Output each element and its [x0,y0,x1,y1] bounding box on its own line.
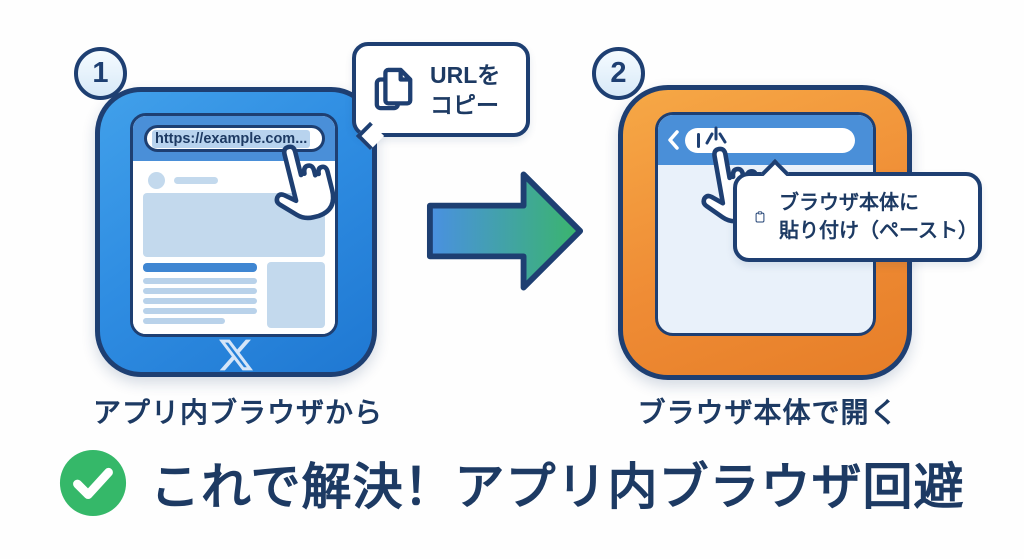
bubble2-line2: 貼り付け（ペースト） [779,220,978,242]
text-placeholder-line [143,298,257,304]
step1-number-badge: 1 [74,47,127,100]
headline-row: これで解決！アプリ内ブラウザ回避 [58,444,965,522]
step2-number-badge: 2 [592,47,645,100]
step1-url-text: https://example.com... [152,129,311,148]
paste-speech-bubble: ブラウザ本体に 貼り付け（ペースト） [733,158,982,262]
text-placeholder-line [143,308,257,314]
text-placeholder-line [143,318,225,324]
back-chevron-icon [668,130,679,150]
step2-number: 2 [610,57,627,89]
bubble1-line2: コピー [430,91,499,118]
heading-placeholder-line [143,263,257,272]
text-placeholder-line [143,288,257,294]
check-circle-icon [59,449,127,517]
bubble2-line1: ブラウザ本体に [779,192,919,214]
step1-app-screen: https://example.com... [130,113,338,337]
step1-app-frame: https://example.com... [95,87,377,377]
right-arrow-icon [426,171,584,291]
hand-pointer-icon [274,144,336,221]
headline-text: これで解決！アプリ内ブラウザ回避 [150,459,965,515]
clipboard-icon [755,211,765,223]
click-sparks-icon [705,126,727,145]
bubble1-line1: URLを [430,61,501,88]
copy-icon [374,67,413,110]
step2-address-bar [685,126,855,153]
step1-page-content [133,161,335,334]
step2-caption: ブラウザ本体で開く [637,397,899,428]
step1-caption: アプリ内ブラウザから [92,397,383,428]
step1-number: 1 [92,57,109,89]
avatar-placeholder [148,172,165,189]
copy-url-speech-bubble: URLを コピー [352,42,530,151]
text-placeholder-line [143,278,257,284]
step2-browser-header [658,115,873,165]
text-caret [697,133,700,148]
username-placeholder-line [174,177,218,184]
sidebar-image-placeholder [267,262,325,328]
x-twitter-logo-icon [219,339,253,371]
